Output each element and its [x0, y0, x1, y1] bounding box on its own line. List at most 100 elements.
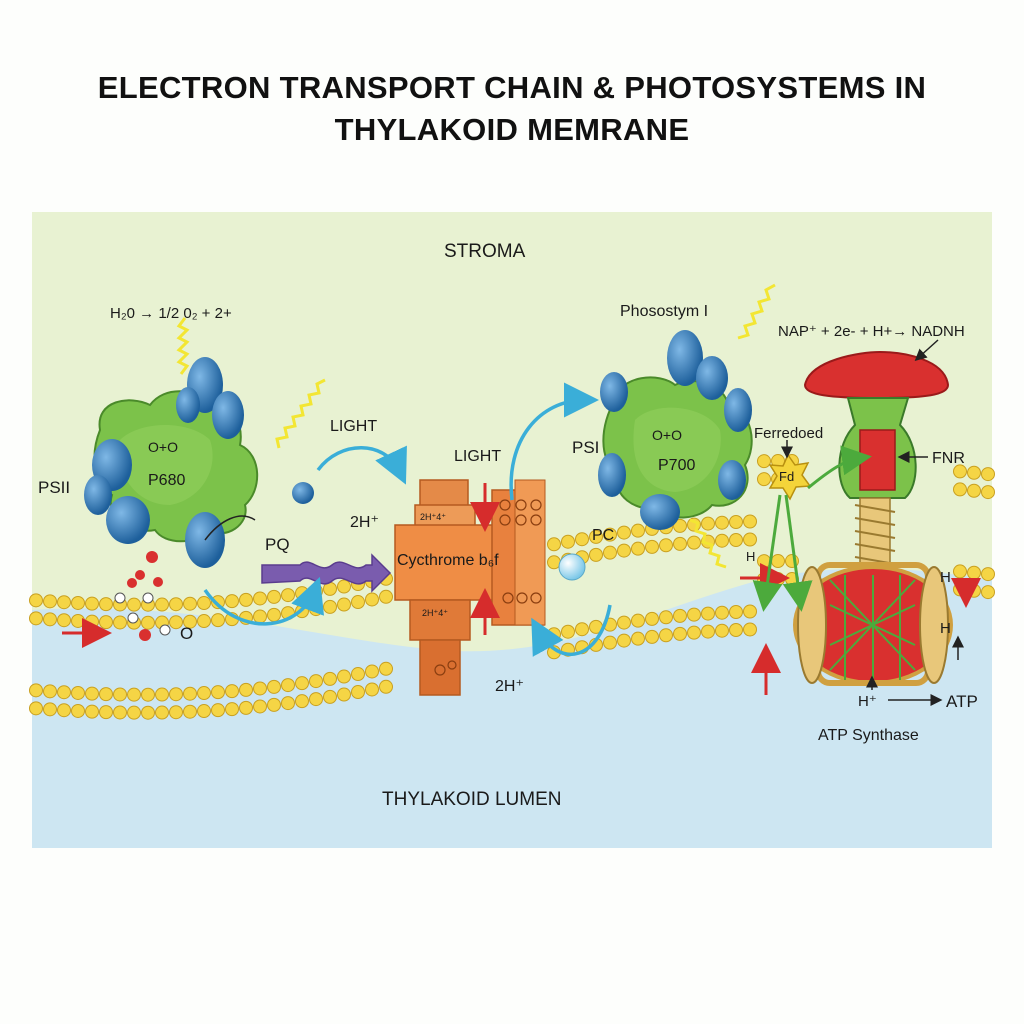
lipid-head [673, 626, 687, 641]
oxygen-molecule-label: O [180, 624, 193, 643]
lipid-head [617, 615, 631, 630]
fd-label: Fd [779, 469, 794, 484]
lipid-head [729, 623, 743, 638]
lipid-head [729, 533, 743, 548]
lipid-head [337, 597, 351, 612]
proton-2h-bottom: 2H⁺ [495, 678, 524, 695]
lipid-head [113, 705, 127, 720]
lipid-head [715, 533, 729, 548]
lipid-head [253, 681, 267, 696]
title-line-1: ELECTRON TRANSPORT CHAIN & PHOTOSYSTEMS … [97, 70, 927, 105]
lipid-head [183, 704, 197, 719]
lipid-head [197, 686, 211, 701]
proton-flow-arrows [62, 483, 981, 695]
lipid-head [99, 687, 113, 702]
lipid-head [547, 627, 561, 642]
lipid-head [379, 679, 393, 694]
lipid-head [687, 535, 701, 550]
proton-h-right-top: H [940, 569, 951, 586]
cytochrome-b6f-complex[interactable] [394, 479, 546, 696]
lipid-head [99, 597, 113, 612]
lipid-head [253, 609, 267, 624]
fnr-atp-synthase-complex[interactable] [793, 350, 953, 686]
p700-label: P700 [658, 457, 695, 474]
lipid-head [953, 464, 967, 479]
lipid-head [127, 687, 141, 702]
lipid-head [281, 588, 295, 603]
lipid-head [253, 699, 267, 714]
cyt-box-bottom-label: 2H⁺4⁺ [422, 608, 448, 618]
lipid-head [589, 547, 603, 562]
cytochrome-label: Cycthrome b₆f [397, 552, 499, 569]
lipid-head [323, 599, 337, 614]
proton-h-synthase: H⁺ [858, 693, 877, 710]
lipid-head [169, 687, 183, 702]
lipid-head [57, 703, 71, 718]
lipid-head [323, 689, 337, 704]
lipid-head [743, 514, 757, 529]
lipid-head [967, 465, 981, 480]
lipid-head [183, 686, 197, 701]
psi-complex[interactable] [598, 330, 753, 530]
lipid-head [981, 467, 995, 482]
ferredoxin-fd[interactable] [768, 453, 812, 501]
lipid-head [351, 685, 365, 700]
lipid-head [757, 454, 771, 469]
lipid-head [379, 661, 393, 676]
nadp-equation: NAP⁺ + 2e- + H+→ NADNH [778, 323, 965, 340]
stroma-label: STROMA [444, 241, 526, 262]
lipid-head [631, 541, 645, 556]
lipid-head [197, 596, 211, 611]
lipid-head [43, 612, 57, 627]
lipid-head [673, 518, 687, 533]
lipid-head [85, 686, 99, 701]
lipid-head [743, 604, 757, 619]
lipid-head [743, 622, 757, 637]
lipid-head [617, 633, 631, 648]
psii-cluster-label: O+O [148, 439, 178, 455]
fd-transfer-arrows [752, 445, 872, 612]
lipid-head [967, 483, 981, 498]
lipid-head [631, 631, 645, 646]
lipid-head [239, 682, 253, 697]
lipid-head [967, 565, 981, 580]
psii-complex[interactable] [84, 357, 259, 568]
lumen-label: THYLAKOID LUMEN [382, 789, 561, 810]
lipid-head [71, 595, 85, 610]
psi-cluster-label: O+O [652, 427, 682, 443]
psi-title-label: Phosostym I [620, 303, 708, 320]
lipid-head [85, 596, 99, 611]
lipid-head [155, 705, 169, 720]
lipid-head [603, 527, 617, 542]
lipid-head [281, 678, 295, 693]
lipid-head [71, 703, 85, 718]
lipid-head [183, 596, 197, 611]
lipid-head [211, 703, 225, 718]
lipid-head [57, 613, 71, 628]
lipid-head [127, 705, 141, 720]
p680-label: P680 [148, 472, 185, 489]
lipid-head [141, 615, 155, 630]
lipid-head [183, 614, 197, 629]
lipid-head [715, 515, 729, 530]
lipid-head [617, 543, 631, 558]
lipid-head [659, 628, 673, 643]
psi-label: PSI [572, 438, 599, 457]
lipid-head [43, 594, 57, 609]
lipid-head [617, 525, 631, 540]
water-molecules [114, 551, 171, 641]
lipid-head [169, 705, 183, 720]
lipid-head [295, 586, 309, 601]
lipid-head [211, 595, 225, 610]
lipid-head [603, 635, 617, 650]
lipid-head [29, 683, 43, 698]
lipid-head [561, 624, 575, 639]
lipid-head [29, 611, 43, 626]
lipid-head [715, 605, 729, 620]
lipid-head [715, 623, 729, 638]
lipid-head [113, 615, 127, 630]
lipid-head [85, 704, 99, 719]
lipid-head [673, 608, 687, 623]
label-pointers [781, 339, 964, 706]
water-split-equation: H₂0 → 1/2 0₂ + 2+ [110, 305, 232, 322]
